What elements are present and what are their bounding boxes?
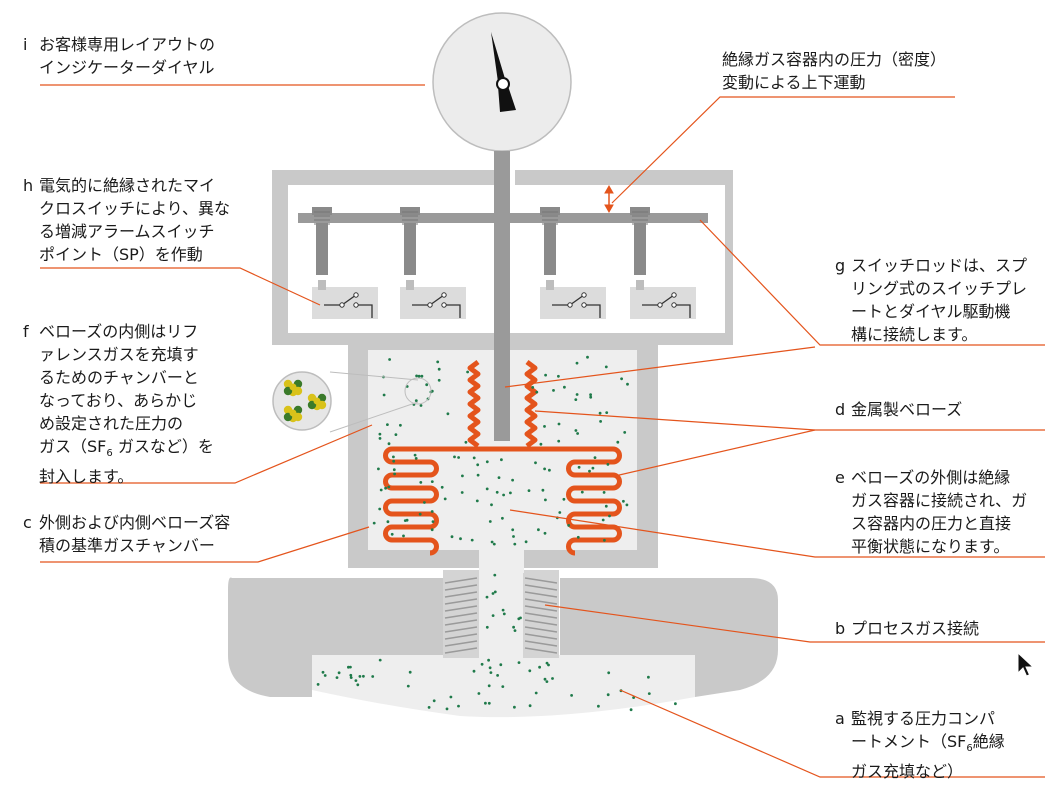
switch-plate (298, 213, 708, 223)
label-top-right: 絶縁ガス容器内の圧力（密度） 変動による上下運動 (722, 50, 947, 92)
leader-lines (40, 84, 1045, 778)
mouse-pointer-icon (1017, 652, 1035, 677)
dial-needle (491, 32, 506, 82)
micro-switches (312, 207, 696, 319)
motion-arrow (604, 184, 614, 214)
switch-rod (494, 151, 510, 441)
gas-particles (316, 355, 677, 712)
pressure-compartment (228, 577, 778, 697)
metal-bellows (383, 360, 622, 556)
label-i-letter: i (23, 35, 28, 54)
process-gas-connection (443, 560, 559, 660)
gas-molecule-inset (272, 371, 432, 433)
